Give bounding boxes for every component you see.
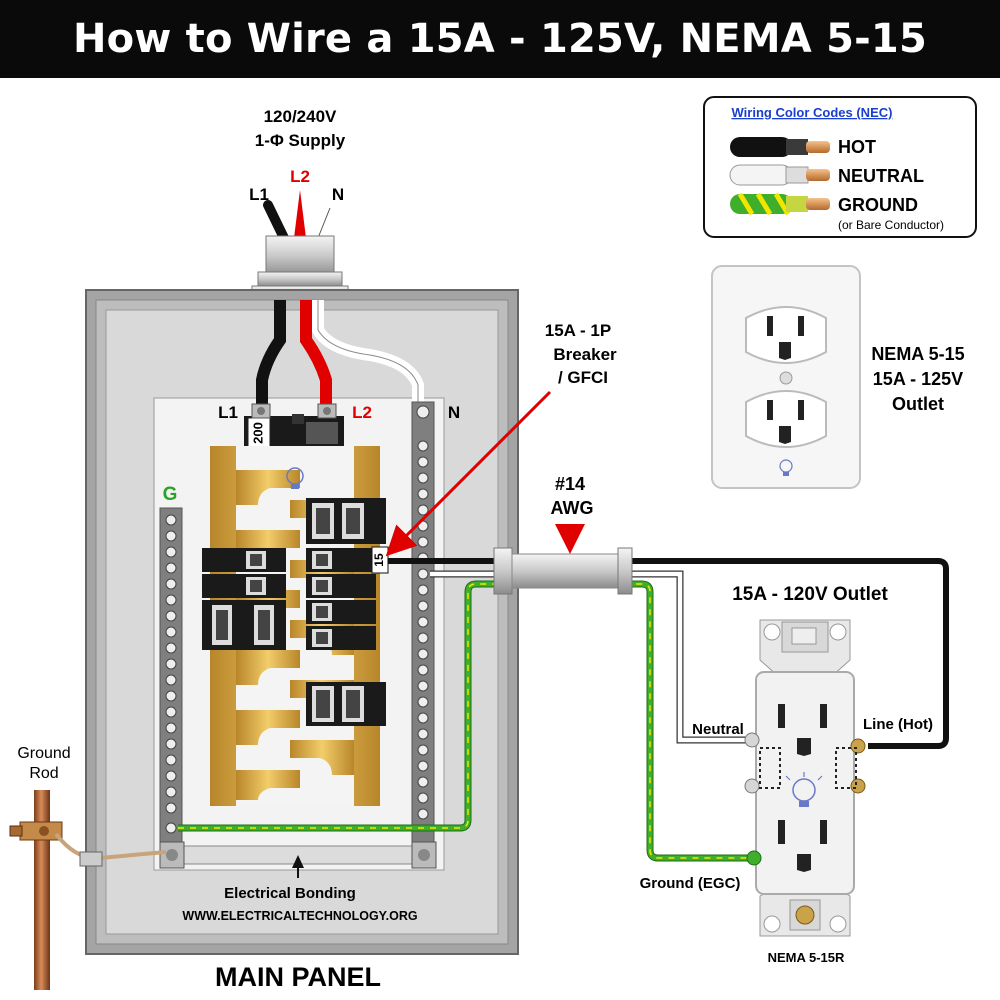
panel-l2-feeder [300, 300, 332, 410]
supply-l2-label: L2 [290, 167, 310, 186]
wall-plate-upper-receptacle [745, 306, 827, 364]
legend-hot-label: HOT [838, 137, 876, 157]
ground-rod-label-line1: Ground [17, 745, 70, 762]
receptacle-lower-outlet [778, 820, 827, 872]
receptacle-upper-outlet [778, 704, 827, 756]
breaker-callout-line2: Breaker [553, 345, 617, 364]
wire-gauge-line2: AWG [551, 498, 594, 518]
incoming-l1-wire [263, 200, 289, 243]
breaker-callout-arrow [385, 390, 552, 557]
outlet-plate-line1: NEMA 5-15 [871, 344, 964, 364]
neutral-terminal-screw-lower [744, 778, 760, 794]
breaker-callout-line1: 15A - 1P [545, 321, 611, 340]
wall-plate-lower-receptacle [745, 390, 827, 448]
receptacle-neutral-label: Neutral [692, 721, 744, 738]
title-bar [0, 0, 1000, 78]
incoming-l2-wire [294, 190, 306, 238]
hot-terminal-screw-lower [850, 778, 866, 794]
supply-phase: 1-Φ Supply [255, 131, 346, 150]
supply-l1-label: L1 [249, 185, 269, 204]
website-label: WWW.ELECTRICALTECHNOLOGY.ORG [182, 909, 417, 923]
branch-hot-wire [388, 558, 949, 749]
conduit-fitting-left [493, 547, 513, 595]
lightbulb-icon [785, 772, 823, 807]
wall-plate-screw [779, 371, 793, 385]
page-title: How to Wire a 15A - 125V, NEMA 5-15 Outl… [73, 16, 927, 140]
supply-voltage: 120/240V [264, 107, 337, 126]
receptacle-model-label: NEMA 5-15R [768, 950, 845, 965]
branch-breakers [202, 498, 386, 726]
branch-conduit [511, 553, 619, 589]
bonding-label: Electrical Bonding [224, 885, 356, 902]
outlet-plate-line3: Outlet [892, 394, 944, 414]
ground-bar-screws [165, 514, 177, 834]
branch-breaker-rating: 15 [372, 553, 386, 567]
lightbulb-icon [779, 459, 793, 476]
receptacle-line-hot-label: Line (Hot) [863, 716, 933, 733]
legend-neutral-label: NEUTRAL [838, 166, 924, 186]
outlet-plate-line2: 15A - 125V [873, 369, 963, 389]
neutral-bar-screws [416, 405, 430, 820]
main-breaker-rating: 200 [250, 422, 265, 444]
ground-rod-label-line2: Rod [29, 765, 58, 782]
wire-gauge-line1: #14 [555, 474, 585, 494]
arrow-icon [292, 855, 304, 868]
neutral-terminal-screw [744, 732, 760, 748]
panel-l1-label: L1 [218, 403, 238, 422]
legend-heading: Wiring Color Codes (NEC) [732, 105, 893, 120]
receptacle-yoke [759, 619, 851, 937]
ground-rod-clamp-icon [9, 821, 63, 841]
lightbulb-icon [286, 467, 304, 489]
panel-l1-feeder [256, 300, 286, 410]
panel-l2-label: L2 [352, 403, 372, 422]
supply-connector [265, 235, 335, 277]
legend-ground-note: (or Bare Conductor) [838, 218, 944, 232]
main-panel-caption: MAIN PANEL [215, 962, 381, 992]
conduit-fitting-right [617, 547, 633, 595]
panel-n-label: N [448, 403, 460, 422]
ground-rod [34, 790, 50, 990]
receptacle-ground-label: Ground (EGC) [640, 875, 741, 892]
legend-ground-label: GROUND [838, 195, 918, 215]
supply-n-label: N [332, 185, 344, 204]
receptacle-heading: 15A - 120V Outlet [732, 584, 888, 605]
panel-g-label: G [163, 484, 178, 505]
legend-ground-swatch [730, 192, 830, 216]
legend-hot-swatch [730, 137, 830, 157]
legend-neutral-swatch [729, 164, 830, 186]
hot-terminal-screw [850, 738, 866, 754]
breaker-callout-line3: / GFCI [558, 368, 608, 387]
ground-terminal-screw [746, 850, 762, 866]
